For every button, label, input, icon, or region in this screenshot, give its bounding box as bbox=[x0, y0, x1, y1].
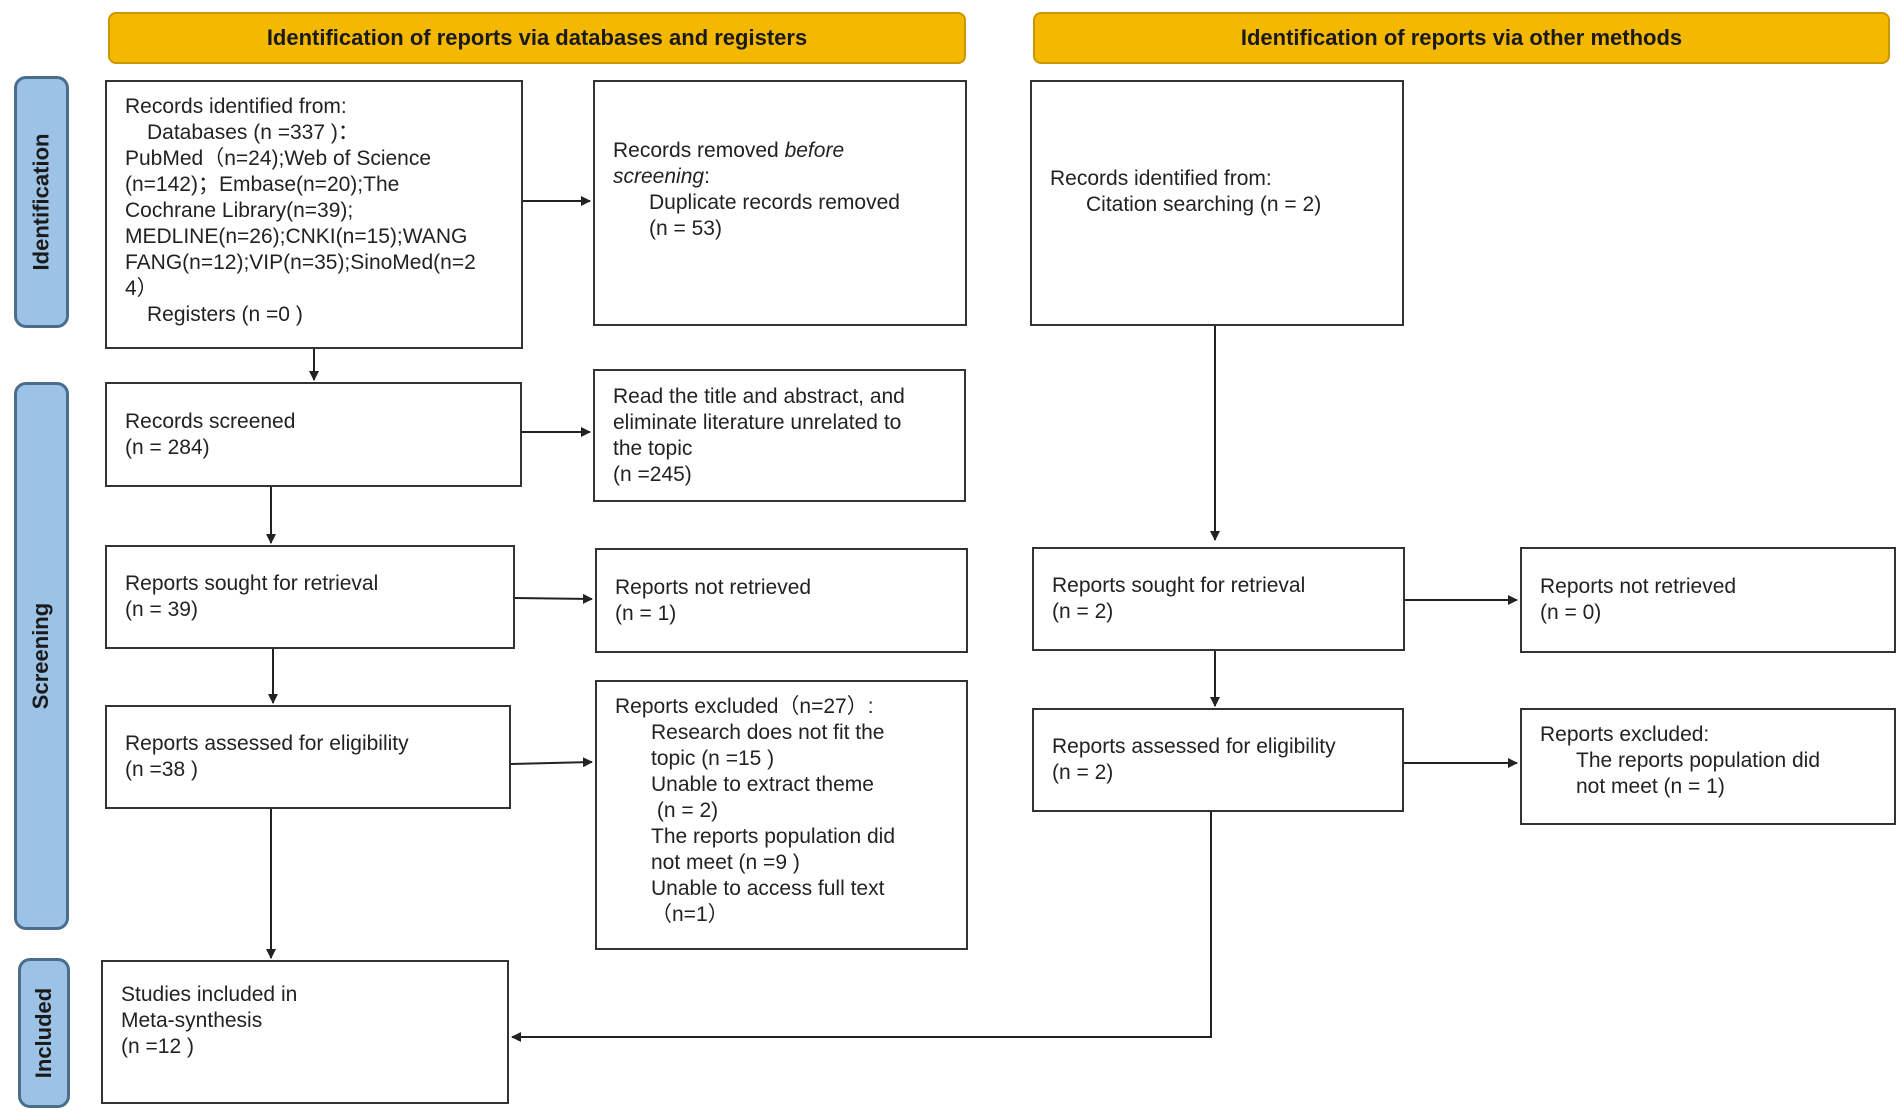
reports-not-retrieved-left-line-2: (n = 1) bbox=[615, 601, 677, 625]
studies-included-box: Studies included in Meta-synthesis (n =1… bbox=[101, 960, 509, 1104]
records-identified-line-9: Registers (n =0 ) bbox=[147, 303, 303, 326]
reports-excluded-left-line-6: The reports population did bbox=[651, 825, 895, 848]
other-records-line-2: Citation searching (n = 2) bbox=[1086, 193, 1322, 216]
header-other-methods: Identification of reports via other meth… bbox=[1033, 12, 1890, 64]
reports-excluded-left-line-8: Unable to access full text bbox=[651, 877, 885, 900]
reports-assessed-right-line-1: Reports assessed for eligibility bbox=[1052, 735, 1336, 758]
title-abstract-line-3: the topic bbox=[613, 436, 693, 460]
records-identified-line-7: FANG(n=12);VIP(n=35);SinoMed(n=2 bbox=[125, 251, 476, 274]
records-identified-line-3: PubMed（n=24);Web of Science bbox=[125, 147, 432, 170]
header-databases-registers: Identification of reports via databases … bbox=[108, 12, 966, 64]
records-identified-line-1: Records identified from: bbox=[125, 95, 347, 118]
reports-excluded-left-line-3: topic (n =15 ) bbox=[651, 747, 775, 770]
records-removed-text-2a: screening bbox=[613, 165, 705, 188]
reports-not-retrieved-right-box: Reports not retrieved (n = 0) bbox=[1520, 547, 1896, 653]
reports-assessed-right-line-2: (n = 2) bbox=[1052, 761, 1114, 784]
reports-assessed-left-line-2: (n =38 ) bbox=[125, 758, 198, 781]
reports-sought-left-line-1: Reports sought for retrieval bbox=[125, 572, 379, 595]
records-identified-line-2: Databases (n =337 )： bbox=[147, 121, 359, 144]
reports-excluded-left-box: Reports excluded（n=27）: Research does no… bbox=[595, 680, 968, 950]
records-identified-line-6: MEDLINE(n=26);CNKI(n=15);WANG bbox=[125, 225, 468, 248]
reports-excluded-left-line-1: Reports excluded（n=27）: bbox=[615, 695, 874, 718]
reports-excluded-left-line-4: Unable to extract theme bbox=[651, 773, 874, 796]
records-screened-line-2: (n = 284) bbox=[125, 435, 210, 459]
records-removed-box: Records removed before screening: Duplic… bbox=[593, 80, 967, 326]
records-identified-line-5: Cochrane Library(n=39); bbox=[125, 199, 354, 222]
reports-assessed-left-box: Reports assessed for eligibility (n =38 … bbox=[105, 705, 511, 809]
phase-included: Included bbox=[18, 958, 70, 1108]
arrow-assessed-right-to-included bbox=[511, 812, 1212, 1042]
reports-excluded-left-line-7: not meet (n =9 ) bbox=[651, 851, 800, 874]
reports-not-retrieved-left-line-1: Reports not retrieved bbox=[615, 575, 812, 599]
title-abstract-line-4: (n =245) bbox=[613, 462, 692, 486]
reports-sought-left-line-2: (n = 39) bbox=[125, 598, 198, 621]
reports-excluded-right-line-3: not meet (n = 1) bbox=[1576, 775, 1725, 798]
reports-not-retrieved-right-line-1: Reports not retrieved bbox=[1540, 575, 1737, 598]
title-abstract-line-1: Read the title and abstract, and bbox=[613, 384, 905, 408]
arrow-assessed-to-excluded-left bbox=[510, 757, 593, 768]
reports-sought-left-box: Reports sought for retrieval (n = 39) bbox=[105, 545, 515, 649]
reports-not-retrieved-left-box: Reports not retrieved (n = 1) bbox=[595, 548, 968, 653]
studies-included-line-3: (n =12 ) bbox=[121, 1035, 194, 1058]
records-screened-box: Records screened (n = 284) bbox=[105, 382, 522, 487]
arrow-sought-to-not-retrieved-left bbox=[514, 593, 593, 604]
reports-not-retrieved-right-line-2: (n = 0) bbox=[1540, 601, 1602, 624]
reports-excluded-left-line-9: （n=1） bbox=[651, 903, 729, 926]
records-removed-text-1a: Records removed bbox=[613, 139, 785, 162]
title-abstract-line-2: eliminate literature unrelated to bbox=[613, 410, 902, 434]
reports-sought-right-line-1: Reports sought for retrieval bbox=[1052, 574, 1306, 597]
other-records-identified-box: Records identified from: Citation search… bbox=[1030, 80, 1404, 326]
records-removed-text-1b: before bbox=[784, 139, 845, 162]
studies-included-line-1: Studies included in bbox=[121, 983, 298, 1006]
reports-excluded-right-line-1: Reports excluded: bbox=[1540, 723, 1710, 746]
reports-sought-right-box: Reports sought for retrieval (n = 2) bbox=[1032, 547, 1405, 651]
title-abstract-excluded-box: Read the title and abstract, and elimina… bbox=[593, 369, 966, 502]
records-removed-text-2b: : bbox=[704, 165, 710, 188]
records-identified-box: Records identified from: Databases (n =3… bbox=[105, 80, 523, 349]
reports-sought-right-line-2: (n = 2) bbox=[1052, 600, 1114, 623]
reports-excluded-right-box: Reports excluded: The reports population… bbox=[1520, 708, 1896, 825]
records-removed-line-1: Records removed before bbox=[613, 138, 947, 164]
reports-excluded-left-line-5: (n = 2) bbox=[651, 799, 719, 822]
phase-identification: Identification bbox=[14, 76, 69, 328]
studies-included-line-2: Meta-synthesis bbox=[121, 1009, 263, 1032]
reports-assessed-left-line-1: Reports assessed for eligibility bbox=[125, 732, 409, 755]
records-identified-line-8: 4） bbox=[125, 277, 158, 300]
reports-excluded-left-line-2: Research does not fit the bbox=[651, 721, 885, 744]
records-removed-line-4: (n = 53) bbox=[649, 217, 722, 240]
records-identified-line-4: (n=142)；Embase(n=20);The bbox=[125, 173, 400, 196]
reports-assessed-right-box: Reports assessed for eligibility (n = 2) bbox=[1032, 708, 1404, 812]
reports-excluded-right-line-2: The reports population did bbox=[1576, 749, 1820, 772]
phase-screening: Screening bbox=[14, 382, 69, 930]
records-removed-line-2: screening: bbox=[613, 164, 947, 190]
other-records-line-1: Records identified from: bbox=[1050, 167, 1272, 190]
records-screened-line-1: Records screened bbox=[125, 409, 296, 433]
records-removed-line-3: Duplicate records removed bbox=[649, 191, 900, 214]
